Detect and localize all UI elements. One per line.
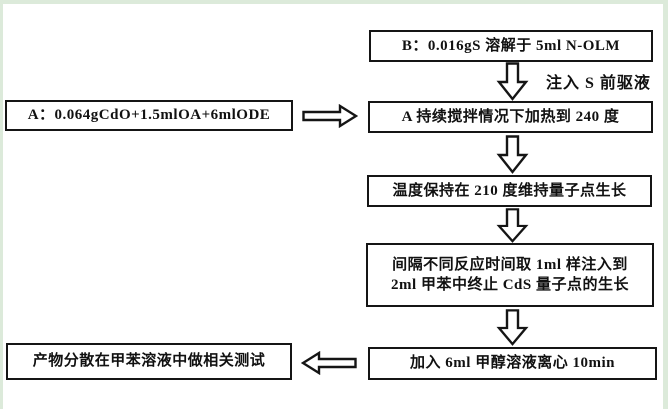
step-box-s-precursor: B：0.016gS 溶解于 5ml N-OLM <box>369 30 653 62</box>
step-text: B：0.016gS 溶解于 5ml N-OLM <box>401 37 621 54</box>
step-text: 温度保持在 210 度维持量子点生长 <box>392 182 627 199</box>
step-text: A：0.064gCdO+1.5mlOA+6mlODE <box>27 107 271 124</box>
page-frame-right <box>663 0 668 409</box>
arrow-down-icon <box>494 309 530 346</box>
arrow-left-icon <box>301 351 357 375</box>
arrow-label-inject-s: 注入 S 前驱液 <box>546 75 651 92</box>
page-frame-left <box>0 0 3 409</box>
step-text-line2: 2ml 甲苯中终止 CdS 量子点的生长 <box>391 277 629 293</box>
arrow-down-icon <box>494 62 530 101</box>
step-box-centrifuge: 加入 6ml 甲醇溶液离心 10min <box>368 347 657 380</box>
arrow-down-icon <box>494 208 530 243</box>
step-box-cd-precursor: A：0.064gCdO+1.5mlOA+6mlODE <box>5 100 293 131</box>
step-box-product-test: 产物分散在甲苯溶液中做相关测试 <box>6 343 292 380</box>
arrow-down-icon <box>494 135 530 174</box>
arrow-right-icon <box>302 104 358 128</box>
page-frame-top <box>0 0 668 4</box>
step-box-heat-240: A 持续搅拌情况下加热到 240 度 <box>368 101 653 133</box>
step-text-line1: 间隔不同反应时间取 1ml 样注入到 <box>392 256 628 273</box>
step-text: A 持续搅拌情况下加热到 240 度 <box>401 108 620 125</box>
step-box-sampling: 间隔不同反应时间取 1ml 样注入到 2ml 甲苯中终止 CdS 量子点的生长 <box>366 243 654 307</box>
step-text: 加入 6ml 甲醇溶液离心 10min <box>410 355 615 372</box>
step-box-hold-210: 温度保持在 210 度维持量子点生长 <box>367 175 652 207</box>
step-text: 产物分散在甲苯溶液中做相关测试 <box>32 353 266 370</box>
